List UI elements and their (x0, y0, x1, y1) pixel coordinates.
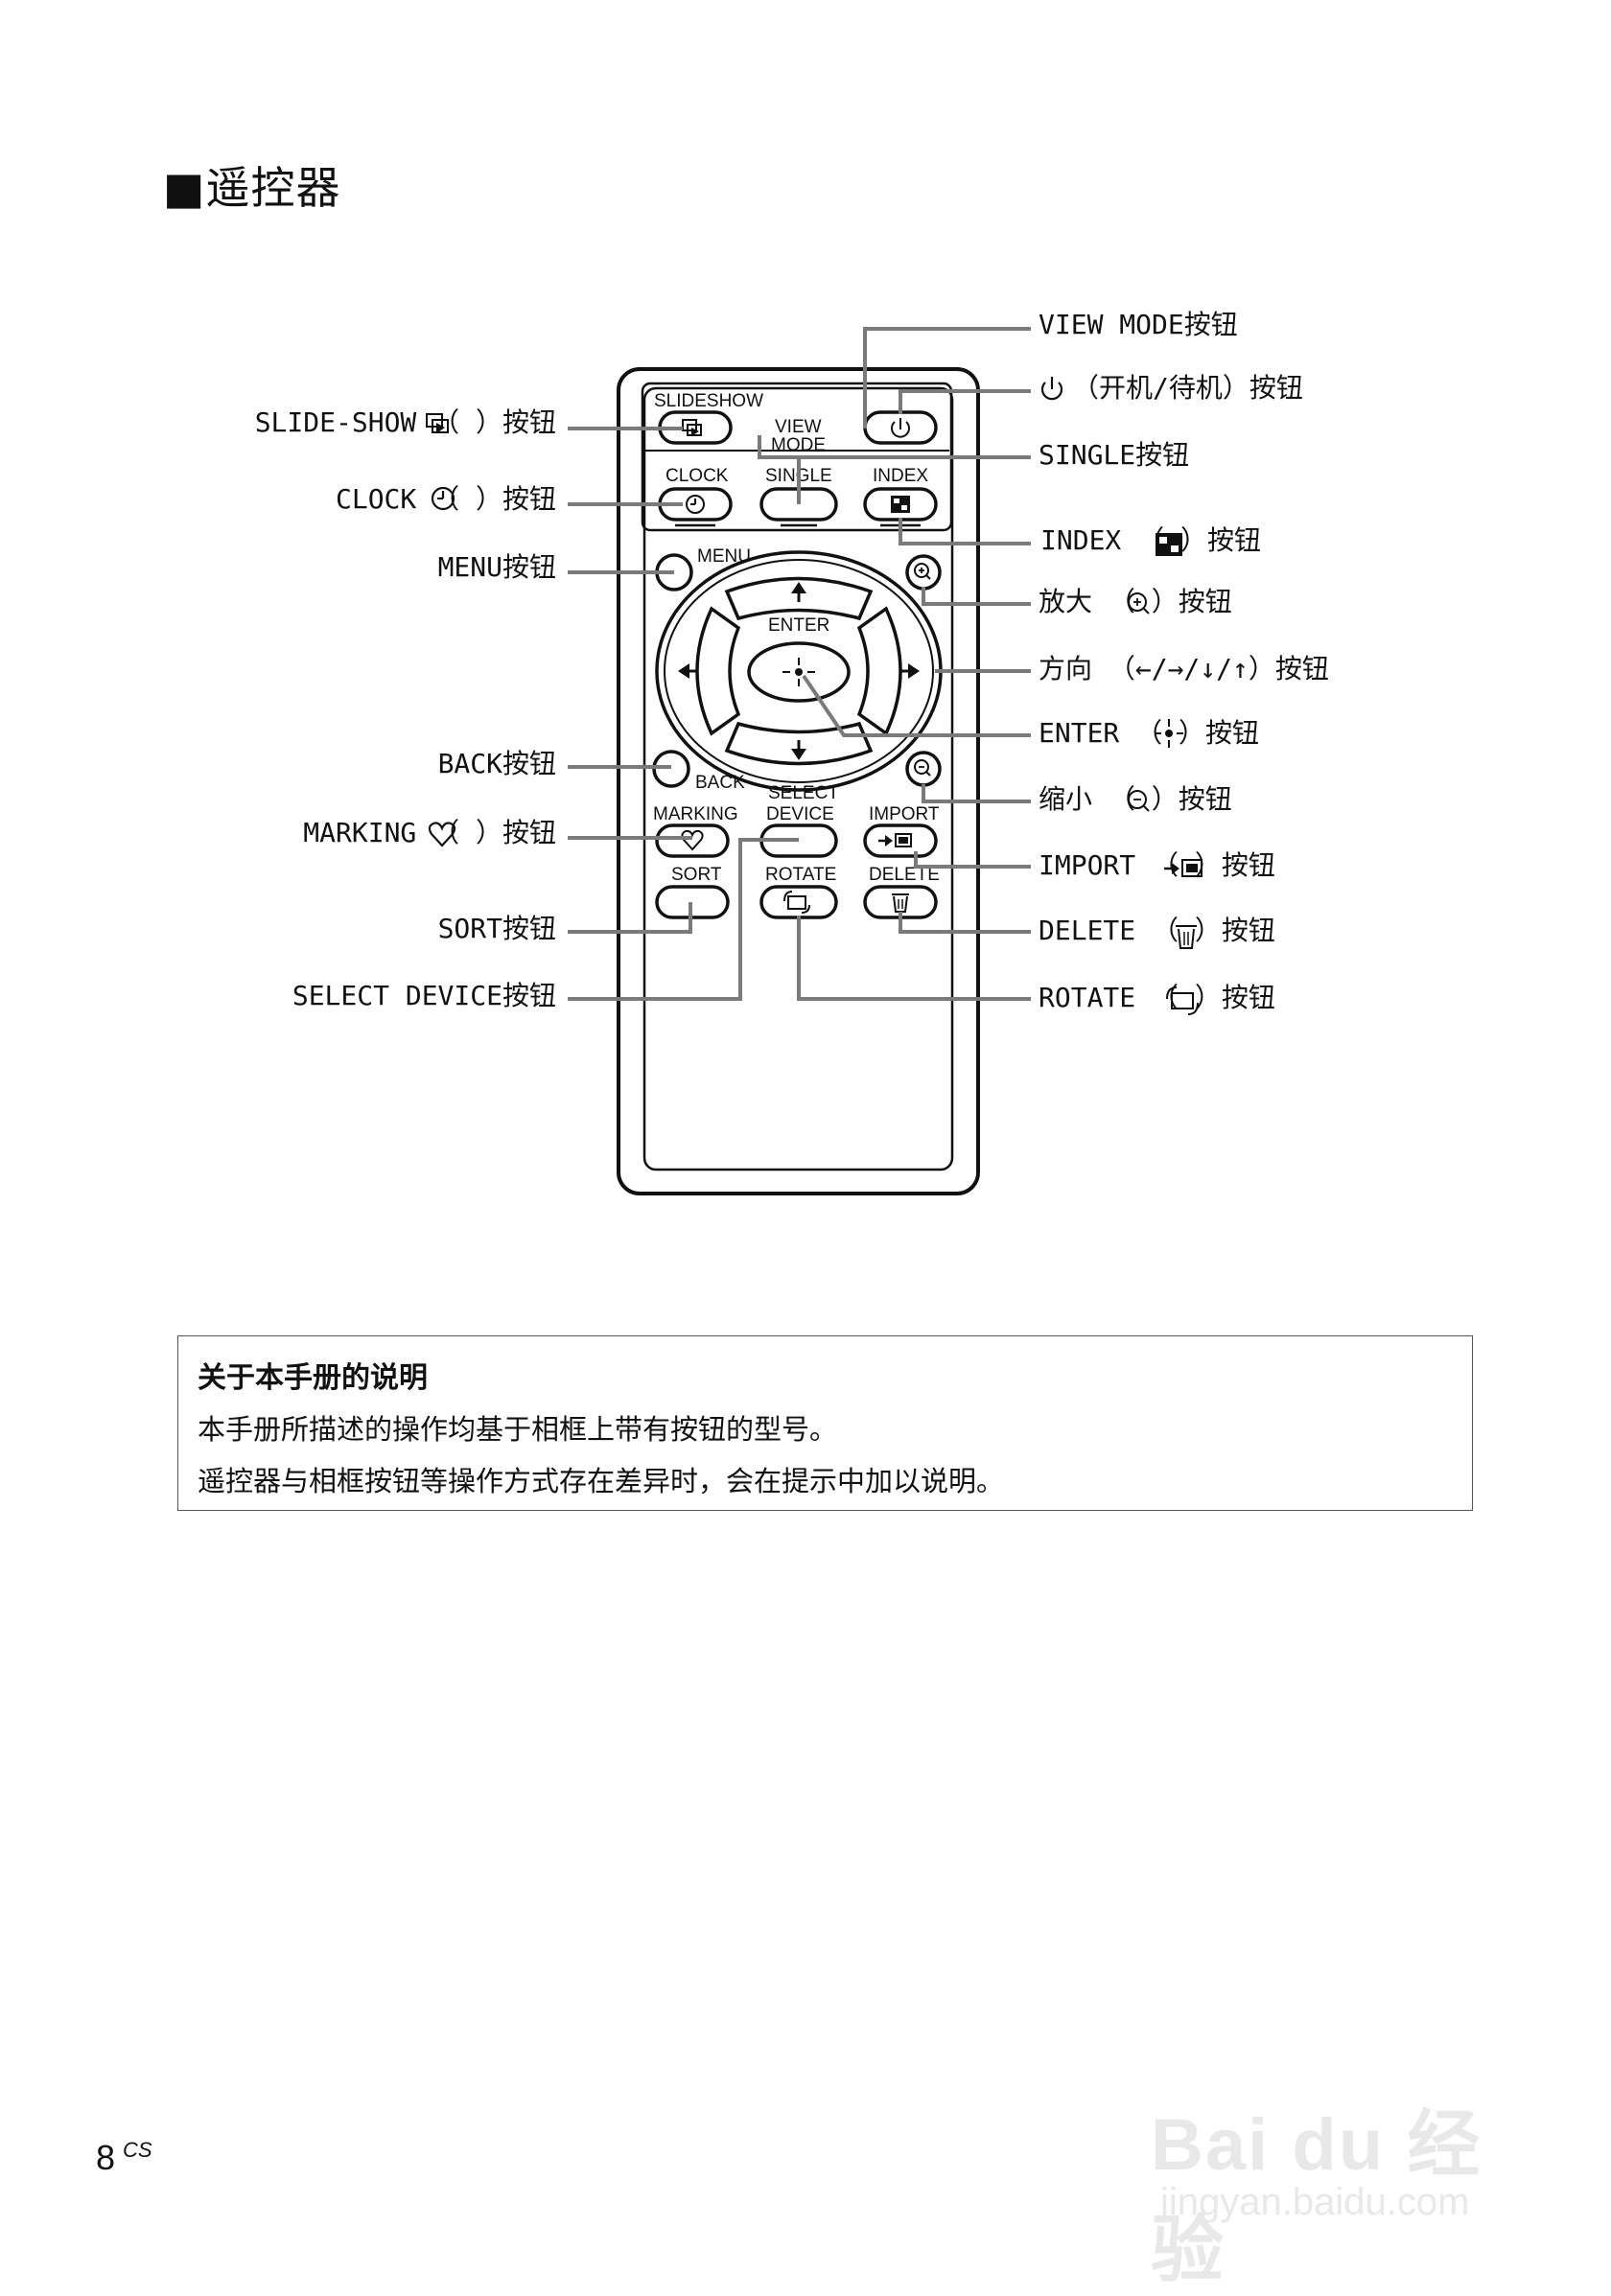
remote-key-view: VIEW (775, 417, 822, 437)
label-rotate-icon (1166, 986, 1199, 1015)
label-select-device: SELECT DEVICE按钮 (292, 980, 556, 1011)
leader-enter (802, 674, 1031, 737)
label-direction: 方向 （←/→/↓/↑）按钮 (1039, 653, 1329, 684)
enter-icon (782, 658, 815, 686)
baidu-watermark: Bai du 经验 jingyan.baidu.com (1151, 2042, 1534, 2291)
leader-sort (568, 902, 692, 934)
zoom-in-button[interactable] (905, 554, 942, 591)
watermark-main: Bai du 经验 (1151, 2104, 1483, 2291)
page-number: 8 CS (96, 2138, 152, 2178)
left-arrow-icon (678, 663, 689, 679)
note-line-2: 遥控器与相框按钮等操作方式存在差异时，会在提示中加以说明。 (198, 1465, 1005, 1497)
page-number-value: 8 (96, 2138, 116, 2177)
label-enter: ENTER （ ）按钮 (1039, 717, 1259, 749)
label-zoom-in-icon (1128, 592, 1150, 615)
rotate-button[interactable] (759, 885, 838, 919)
remote-key-import: IMPORT (869, 804, 940, 824)
remote-key-back: BACK (695, 773, 745, 793)
leader-view-mode (863, 327, 1031, 429)
label-slideshow-icon (426, 413, 449, 433)
down-arrow-icon (791, 749, 806, 760)
label-menu: MENU按钮 (438, 551, 556, 583)
leader-index (899, 518, 1031, 545)
note-line-1: 本手册所描述的操作均基于相框上带有按钮的型号。 (198, 1413, 838, 1446)
remote-key-rotate: ROTATE (765, 865, 836, 885)
leader-single-upper (758, 435, 1031, 459)
import-icon (878, 833, 912, 847)
slideshow-icon (682, 419, 702, 436)
label-sort: SORT按钮 (438, 913, 556, 944)
label-import-icon (1164, 859, 1202, 877)
label-power: （开机/待机）按钮 (1072, 372, 1303, 404)
label-enter-icon (1155, 719, 1183, 748)
label-import: IMPORT （ ）按钮 (1039, 849, 1275, 881)
remote-key-menu: MENU (697, 546, 751, 567)
index-icon (891, 496, 910, 513)
leader-zoom-out (922, 784, 1031, 803)
right-arrow-icon (908, 663, 920, 679)
up-arrow-icon (791, 582, 806, 593)
remote-key-clock: CLOCK (665, 466, 729, 486)
manual-note-box: 关于本手册的说明 本手册所描述的操作均基于相框上带有按钮的型号。 遥控器与相框按… (177, 1335, 1473, 1511)
remote-key-slideshow: SLIDESHOW (654, 391, 763, 411)
zoom-out-icon (914, 759, 931, 777)
heart-icon (681, 829, 704, 851)
remote-key-marking: MARKING (653, 804, 738, 824)
leader-select-device (568, 838, 799, 1001)
zoom-out-button[interactable] (905, 751, 942, 787)
remote-key-sort: SORT (671, 865, 722, 885)
clock-icon (686, 495, 705, 514)
watermark-sub: jingyan.baidu.com (1160, 2181, 1470, 2223)
remote-key-index: INDEX (873, 466, 928, 486)
leader-import (914, 851, 1031, 869)
label-rotate: ROTATE （ ）按钮 (1039, 982, 1275, 1013)
label-zoom-out-icon (1128, 790, 1150, 812)
label-power-icon (1040, 377, 1063, 401)
remote-key-enter: ENTER (768, 615, 829, 636)
note-title: 关于本手册的说明 (198, 1361, 428, 1395)
dpad-left-button[interactable] (695, 606, 741, 736)
leader-delete (899, 912, 1031, 934)
leader-power (899, 389, 1031, 414)
label-slideshow: SLIDE-SHOW （ ）按钮 (255, 406, 556, 438)
zoom-in-icon (914, 563, 931, 580)
rotate-icon (783, 891, 810, 914)
label-single: SINGLE按钮 (1039, 439, 1189, 471)
marking-button[interactable] (655, 823, 730, 858)
leader-zoom-in (922, 587, 1031, 606)
label-view-mode: VIEW MODE按钮 (1039, 309, 1238, 340)
label-index: INDEX （ ）按钮 (1040, 524, 1261, 556)
page-heading: ■遥控器 (163, 162, 341, 214)
label-trash-icon (1176, 925, 1197, 949)
label-back: BACK按钮 (438, 748, 556, 779)
page-code: CS (123, 2138, 152, 2162)
remote-key-select: SELECT (768, 783, 839, 803)
remote-control-diagram: SLIDESHOW VIEW MODE CLOCK SINGLE INDEX M… (255, 309, 1329, 1195)
remote-key-delete: DELETE (869, 865, 940, 885)
label-delete: DELETE （ ）按钮 (1039, 915, 1275, 946)
label-clock-icon (431, 486, 455, 511)
remote-key-mode: MODE (771, 435, 826, 455)
power-icon (891, 418, 910, 438)
leader-rotate (797, 916, 1031, 1001)
label-index-icon (1156, 533, 1182, 556)
remote-key-device: DEVICE (766, 804, 834, 824)
label-heart-icon (428, 822, 456, 847)
